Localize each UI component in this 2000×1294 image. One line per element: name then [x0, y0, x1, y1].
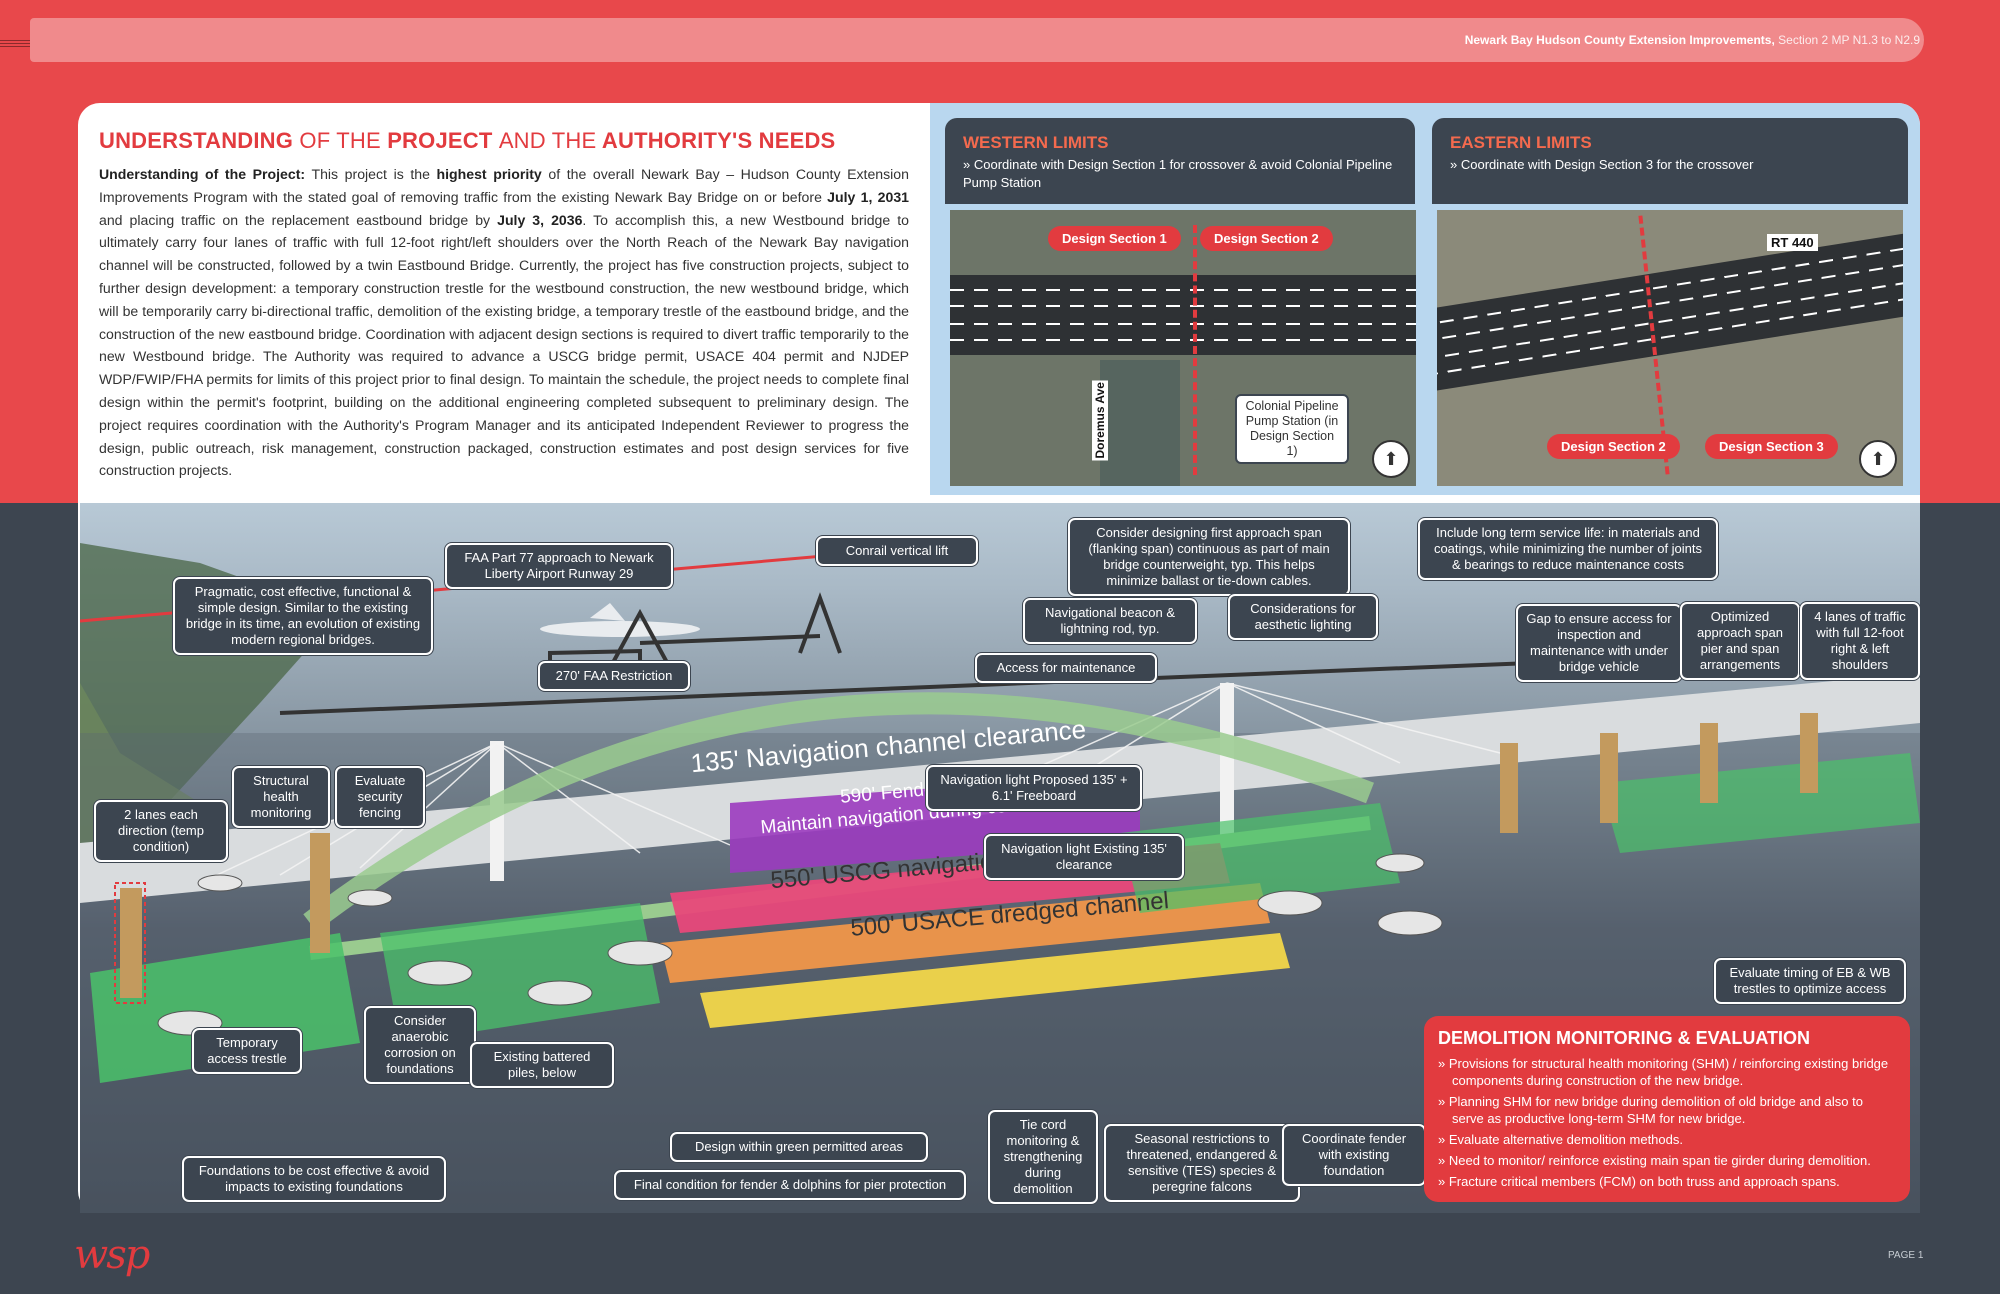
north-arrow-icon: ⬆: [1859, 440, 1897, 478]
two-lanes-label: 2 lanes each direction (temp condition): [94, 800, 228, 862]
green-areas-label: Design within green permitted areas: [670, 1132, 928, 1162]
demolition-item: Fracture critical members (FCM) on both …: [1438, 1173, 1896, 1190]
demolition-box: DEMOLITION MONITORING & EVALUATION Provi…: [1424, 1016, 1910, 1202]
header-bar: [30, 18, 1924, 62]
foundations-label: Foundations to be cost effective & avoid…: [182, 1156, 446, 1202]
seasonal-restrictions-label: Seasonal restrictions to threatened, end…: [1104, 1124, 1300, 1202]
rt440-label: RT 440: [1767, 234, 1818, 251]
tie-cord-label: Tie cord monitoring & strengthening duri…: [988, 1110, 1098, 1204]
security-fencing-label: Evaluate security fencing: [335, 766, 425, 828]
eastern-limits-box: EASTERN LIMITS » Coordinate with Design …: [1432, 118, 1908, 204]
street-label: Doremus Ave: [1092, 380, 1108, 461]
battered-piles-label: Existing battered piles, below: [470, 1042, 614, 1088]
north-arrow-icon: ⬆: [1372, 440, 1410, 478]
eastern-limits-bullet: » Coordinate with Design Section 3 for t…: [1450, 157, 1754, 172]
demolition-title: DEMOLITION MONITORING & EVALUATION: [1438, 1028, 1810, 1048]
nav-light-proposed-label: Navigation light Proposed 135' + 6.1' Fr…: [926, 765, 1142, 811]
western-limits-title: WESTERN LIMITS: [963, 133, 1109, 152]
design-section-3-pill: Design Section 3: [1705, 434, 1838, 459]
wsp-logo: wsp: [74, 1232, 150, 1278]
optimized-span-label: Optimized approach span pier and span ar…: [1680, 602, 1800, 680]
aesthetic-lighting-label: Considerations for aesthetic lighting: [1228, 594, 1378, 640]
shm-label: Structural health monitoring: [232, 766, 330, 828]
flanking-span-label: Consider designing first approach span (…: [1068, 518, 1350, 596]
demolition-item: Evaluate alternative demolition methods.: [1438, 1131, 1896, 1148]
demolition-item: Need to monitor/ reinforce existing main…: [1438, 1152, 1896, 1169]
demolition-item: Planning SHM for new bridge during demol…: [1438, 1093, 1896, 1127]
fender-dolphins-label: Final condition for fender & dolphins fo…: [614, 1170, 966, 1200]
western-limits-box: WESTERN LIMITS » Coordinate with Design …: [945, 118, 1415, 204]
design-section-2-pill: Design Section 2: [1200, 226, 1333, 251]
trestle-timing-label: Evaluate timing of EB & WB trestles to o…: [1714, 958, 1906, 1004]
coordinate-fender-label: Coordinate fender with existing foundati…: [1282, 1124, 1426, 1186]
eastern-map: RT 440 Design Section 2 Design Section 3…: [1437, 210, 1903, 486]
demolition-list: Provisions for structural health monitor…: [1424, 1055, 1910, 1190]
page-title: UNDERSTANDING OF THE PROJECT AND THE AUT…: [99, 128, 836, 153]
header-title: Newark Bay Hudson County Extension Impro…: [1464, 33, 1920, 47]
anaerobic-corrosion-label: Consider anaerobic corrosion on foundati…: [364, 1006, 476, 1084]
design-section-2-pill-east: Design Section 2: [1547, 434, 1680, 459]
service-life-label: Include long term service life: in mater…: [1418, 518, 1718, 580]
page-number: PAGE 1: [1888, 1250, 1924, 1261]
pragmatic-design-label: Pragmatic, cost effective, functional & …: [173, 577, 433, 655]
nav-beacon-label: Navigational beacon & lightning rod, typ…: [1023, 598, 1197, 644]
temp-trestle-label: Temporary access trestle: [192, 1028, 302, 1074]
eastern-limits-title: EASTERN LIMITS: [1450, 133, 1592, 152]
faa-270-label: 270' FAA Restriction: [538, 661, 690, 691]
faa-part77-label: FAA Part 77 approach to Newark Liberty A…: [445, 543, 673, 589]
western-map: Design Section 1 Design Section 2 Doremu…: [950, 210, 1416, 486]
conrail-label: Conrail vertical lift: [816, 536, 978, 566]
nav-light-existing-label: Navigation light Existing 135' clearance: [984, 834, 1184, 880]
demolition-item: Provisions for structural health monitor…: [1438, 1055, 1896, 1089]
western-limits-bullet: » Coordinate with Design Section 1 for c…: [963, 157, 1393, 190]
maintenance-access-label: Access for maintenance: [975, 653, 1157, 683]
design-section-1-pill: Design Section 1: [1048, 226, 1181, 251]
intro-paragraph: Understanding of the Project: This proje…: [99, 166, 910, 479]
pump-station-callout: Colonial Pipeline Pump Station (in Desig…: [1235, 394, 1349, 464]
four-lanes-label: 4 lanes of traffic with full 12-foot rig…: [1800, 602, 1920, 680]
inspection-gap-label: Gap to ensure access for inspection and …: [1516, 604, 1682, 682]
